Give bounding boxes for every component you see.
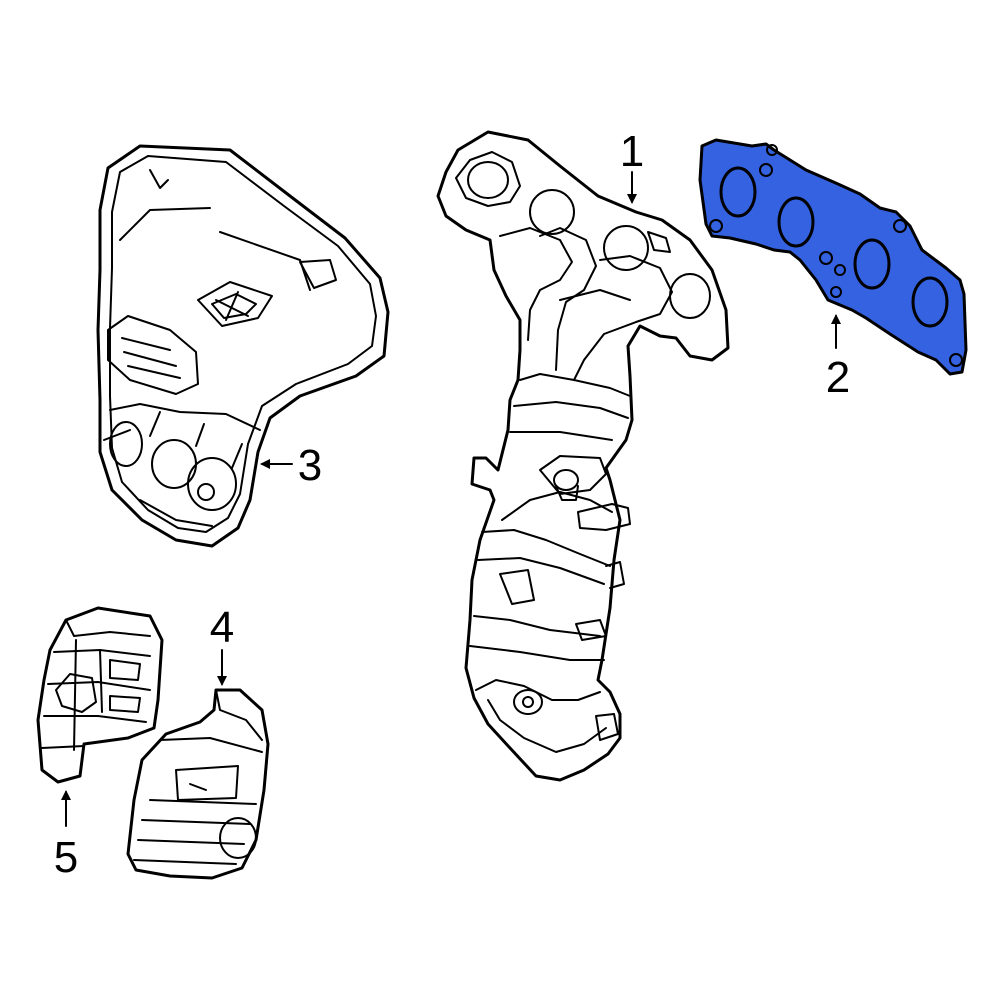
callout-3-number: 3 (298, 441, 322, 490)
callout-2: 2 (826, 314, 850, 402)
lower-heat-shield-5[interactable] (36, 606, 164, 784)
exhaust-manifold-with-catalytic-converter[interactable] (436, 130, 730, 782)
callout-2-number: 2 (826, 353, 850, 402)
callout-5-number: 5 (54, 833, 78, 882)
lower-heat-shield-4[interactable] (126, 688, 270, 880)
callout-4-number: 4 (210, 603, 234, 652)
callout-5: 5 (54, 790, 78, 882)
callout-1-number: 1 (620, 127, 644, 176)
exhaust-manifold-gasket[interactable] (698, 138, 968, 376)
callout-1: 1 (620, 127, 644, 204)
upper-heat-shield[interactable] (96, 144, 390, 548)
callout-3: 3 (260, 441, 322, 490)
callout-4: 4 (210, 603, 234, 686)
